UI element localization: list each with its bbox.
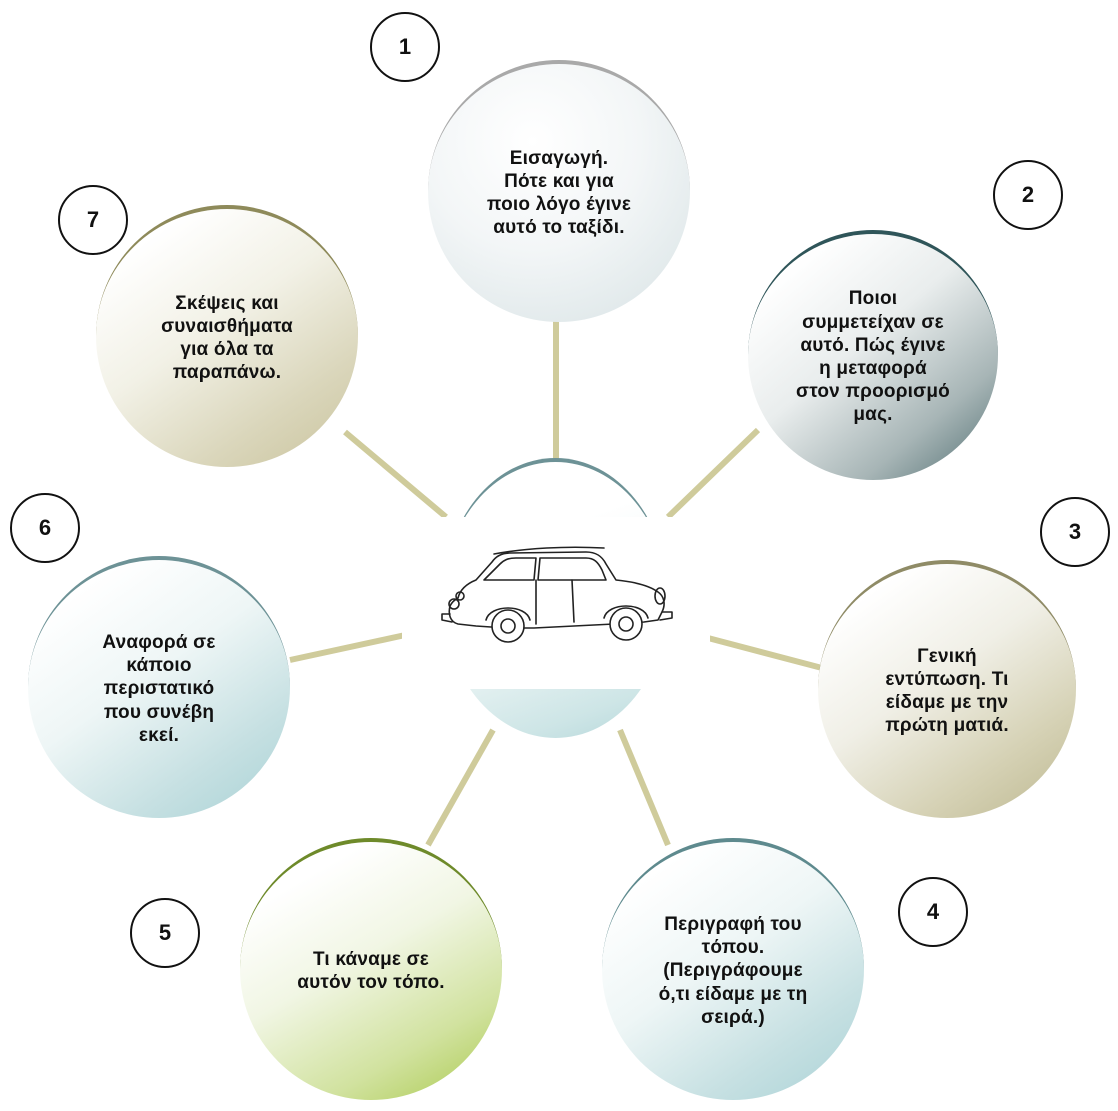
number-badge-1: 1 <box>370 12 440 82</box>
connector-5 <box>425 728 496 847</box>
bubble-5-text: Τι κάναμε σε αυτόν τον τόπο. <box>297 948 445 993</box>
connector-7 <box>343 429 448 520</box>
bubble-5: Τι κάναμε σε αυτόν τον τόπο. <box>240 838 502 1100</box>
bubble-3-text: Γενική εντύπωση. Τι είδαμε με την πρώτη … <box>885 645 1009 737</box>
number-badge-6: 6 <box>10 493 80 563</box>
bubble-1-text: Εισαγωγή. Πότε και για ποιο λόγο έγινε α… <box>486 147 632 239</box>
connector-6 <box>289 631 411 663</box>
bubble-6: Αναφορά σε κάποιο περιστατικό που συνέβη… <box>28 556 290 818</box>
bubble-2-text: Ποιοι συμμετείχαν σε αυτό. Πώς έγινε η μ… <box>796 288 950 426</box>
number-badge-4: 4 <box>898 877 968 947</box>
number-badge-7: 7 <box>58 185 128 255</box>
number-badge-2: 2 <box>993 160 1063 230</box>
bubble-7-text: Σκέψεις και συναισθήματα για όλα τα παρα… <box>161 292 293 384</box>
connector-4 <box>617 728 671 847</box>
bubble-7: Σκέψεις και συναισθήματα για όλα τα παρα… <box>96 205 358 467</box>
bubble-3: Γενική εντύπωση. Τι είδαμε με την πρώτη … <box>818 560 1076 818</box>
bubble-4-text: Περιγραφή του τόπου. (Περιγράφουμε ό,τι … <box>658 914 808 1028</box>
bubble-6-text: Αναφορά σε κάποιο περιστατικό που συνέβη… <box>102 632 216 746</box>
number-badge-3: 3 <box>1040 497 1110 567</box>
bubble-1: Εισαγωγή. Πότε και για ποιο λόγο έγινε α… <box>428 60 690 322</box>
connector-3 <box>707 635 823 671</box>
bubble-4: Περιγραφή του τόπου. (Περιγράφουμε ό,τι … <box>602 838 864 1100</box>
number-badge-5: 5 <box>130 898 200 968</box>
connector-2 <box>665 427 761 520</box>
bubble-2: Ποιοι συμμετείχαν σε αυτό. Πώς έγινε η μ… <box>748 230 998 480</box>
car-drawing-icon <box>441 546 673 643</box>
